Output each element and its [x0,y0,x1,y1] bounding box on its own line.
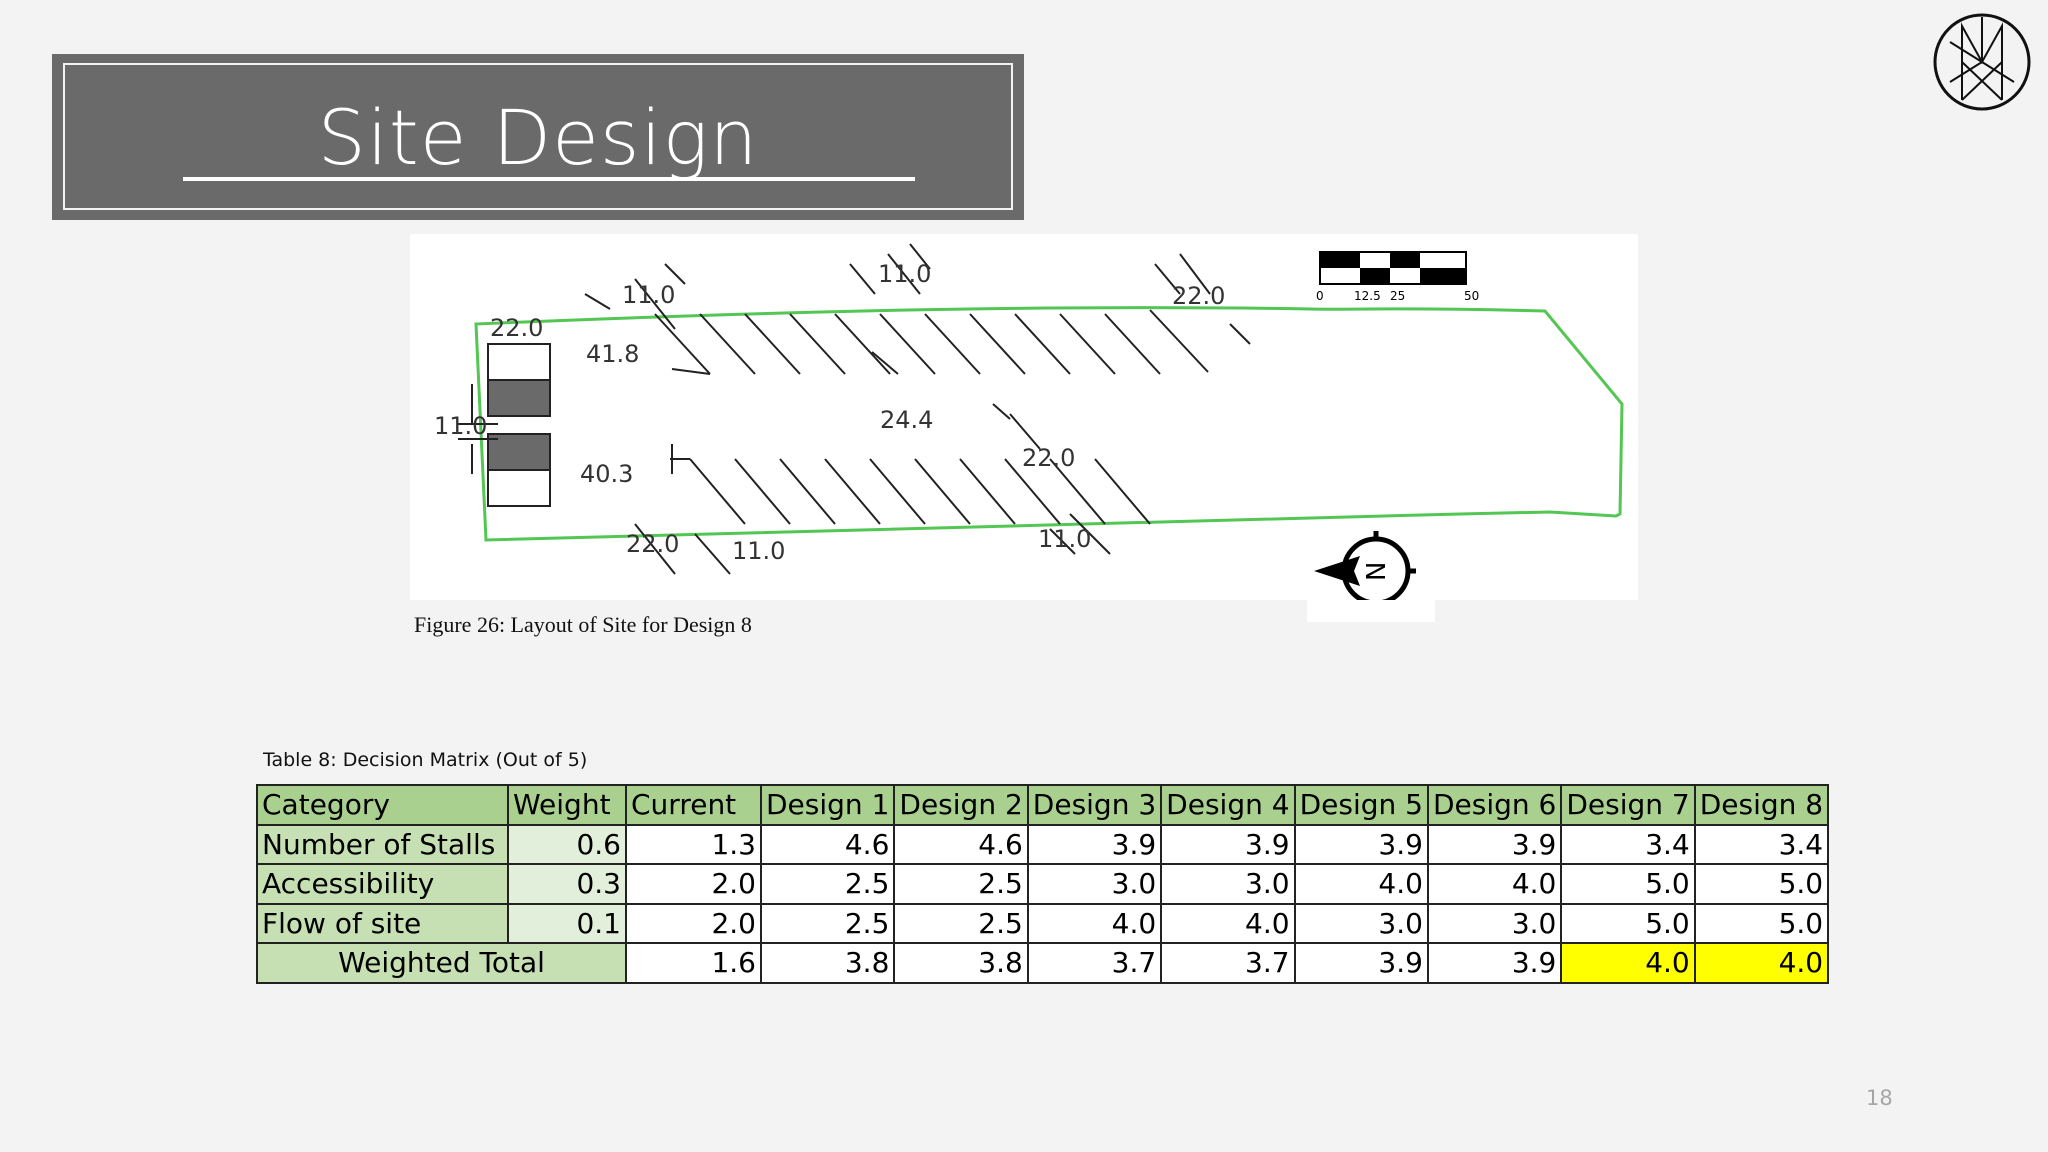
scale-label-25: 25 [1390,289,1405,303]
cell-value: 4.0 [1026,902,1163,944]
dim-bottom-depth: 22.0 [626,530,679,558]
dim-top-stall-width: 11.0 [622,281,675,309]
cell-value: 4.0 [1426,863,1563,905]
cell-value: 3.4 [1560,823,1696,865]
figure-tab [1307,600,1435,622]
cell-value: 2.5 [759,902,896,944]
scale-label-50: 50 [1464,289,1479,303]
table-header-row: Category Weight Current Design 1 Design … [256,784,1830,826]
figure-caption: Figure 26: Layout of Site for Design 8 [414,612,752,637]
row-weight: 0.6 [507,823,627,865]
total-value: 3.9 [1293,942,1429,984]
cell-value: 3.9 [1026,823,1163,865]
header-design-8: Design 8 [1693,784,1830,826]
total-value: 3.7 [1160,942,1296,984]
table-caption: Table 8: Decision Matrix (Out of 5) [263,749,588,771]
header-design-1: Design 1 [759,784,896,826]
site-layout-drawing: 11.0 11.0 22.0 22.0 41.8 11.0 24.4 22.0 … [434,243,1624,600]
title-underline [183,177,915,181]
header-design-2: Design 2 [893,784,1029,826]
total-value: 3.8 [893,942,1029,984]
scale-label-12-5: 12.5 [1354,289,1381,303]
cell-value: 2.0 [625,902,762,944]
total-value-highlight: 4.0 [1693,942,1830,984]
north-label: N [1362,562,1392,581]
dim-left-top-depth: 22.0 [490,314,543,342]
dim-left-row-length-bottom: 40.3 [580,460,633,488]
total-value: 3.8 [759,942,896,984]
dim-top-stall-width-2: 11.0 [878,260,931,288]
table-row: Number of Stalls 0.6 1.3 4.6 4.6 3.9 3.9… [256,823,1830,865]
row-weight: 0.1 [507,902,627,944]
scale-label-0: 0 [1316,289,1324,303]
row-category: Flow of site [256,902,509,944]
cell-value: 4.6 [759,823,896,865]
header-design-5: Design 5 [1293,784,1429,826]
cell-value: 3.0 [1026,863,1163,905]
total-value: 3.9 [1426,942,1563,984]
dim-left-stall-width: 11.0 [434,412,487,440]
cell-value: 3.0 [1160,863,1296,905]
cell-value: 2.5 [893,863,1029,905]
cell-value: 5.0 [1560,902,1696,944]
total-value-highlight: 4.0 [1560,942,1696,984]
cell-value: 4.0 [1293,863,1429,905]
dim-right-mid-depth: 22.0 [1022,444,1075,472]
header-design-7: Design 7 [1560,784,1696,826]
site-layout-figure: 11.0 11.0 22.0 22.0 41.8 11.0 24.4 22.0 … [410,234,1638,600]
header-weight: Weight [507,784,627,826]
left-stalls [458,343,551,507]
row-category: Number of Stalls [256,823,509,865]
decision-matrix-table: Category Weight Current Design 1 Design … [256,784,1830,984]
cell-value: 3.0 [1426,902,1563,944]
cell-value: 5.0 [1693,863,1830,905]
header-category: Category [256,784,509,826]
weighted-total-label: Weighted Total [256,942,627,984]
cell-value: 3.9 [1426,823,1563,865]
cell-value: 1.3 [625,823,762,865]
title-frame: Site Design [63,63,1013,210]
cell-value: 2.5 [893,902,1029,944]
site-boundary [474,306,1624,542]
header-design-4: Design 4 [1160,784,1296,826]
row-category: Accessibility [256,863,509,905]
header-design-6: Design 6 [1426,784,1563,826]
cell-value: 3.0 [1293,902,1429,944]
dimension-ticks [584,243,1251,575]
cell-value: 2.5 [759,863,896,905]
cell-value: 4.6 [893,823,1029,865]
top-stall-row [654,309,1209,375]
logo-icon [1933,13,2031,111]
cell-value: 3.4 [1693,823,1830,865]
total-value: 1.6 [625,942,762,984]
cell-value: 3.9 [1160,823,1296,865]
bottom-stall-row [670,444,1151,525]
cell-value: 5.0 [1693,902,1830,944]
table-row: Flow of site 0.1 2.0 2.5 2.5 4.0 4.0 3.0… [256,902,1830,944]
dim-bottom-stall-width: 11.0 [732,537,785,565]
cell-value: 3.9 [1293,823,1429,865]
weighted-total-row: Weighted Total 1.6 3.8 3.8 3.7 3.7 3.9 3… [256,942,1830,984]
cell-value: 2.0 [625,863,762,905]
dim-top-right-depth: 22.0 [1172,282,1225,310]
page-number: 18 [1866,1086,1893,1110]
dim-left-row-length-top: 41.8 [586,340,639,368]
total-value: 3.7 [1026,942,1163,984]
scale-bar: 0 12.5 25 50 [1316,251,1479,303]
title-banner: Site Design [52,54,1024,220]
cell-value: 4.0 [1160,902,1296,944]
header-design-3: Design 3 [1026,784,1163,826]
table-row: Accessibility 0.3 2.0 2.5 2.5 3.0 3.0 4.… [256,863,1830,905]
cell-value: 5.0 [1560,863,1696,905]
dim-aisle: 24.4 [880,406,933,434]
north-arrow-icon: N [1314,531,1416,600]
row-weight: 0.3 [507,863,627,905]
dim-bottom-right-width: 11.0 [1038,525,1091,553]
header-current: Current [625,784,762,826]
slide-title: Site Design [317,93,759,182]
